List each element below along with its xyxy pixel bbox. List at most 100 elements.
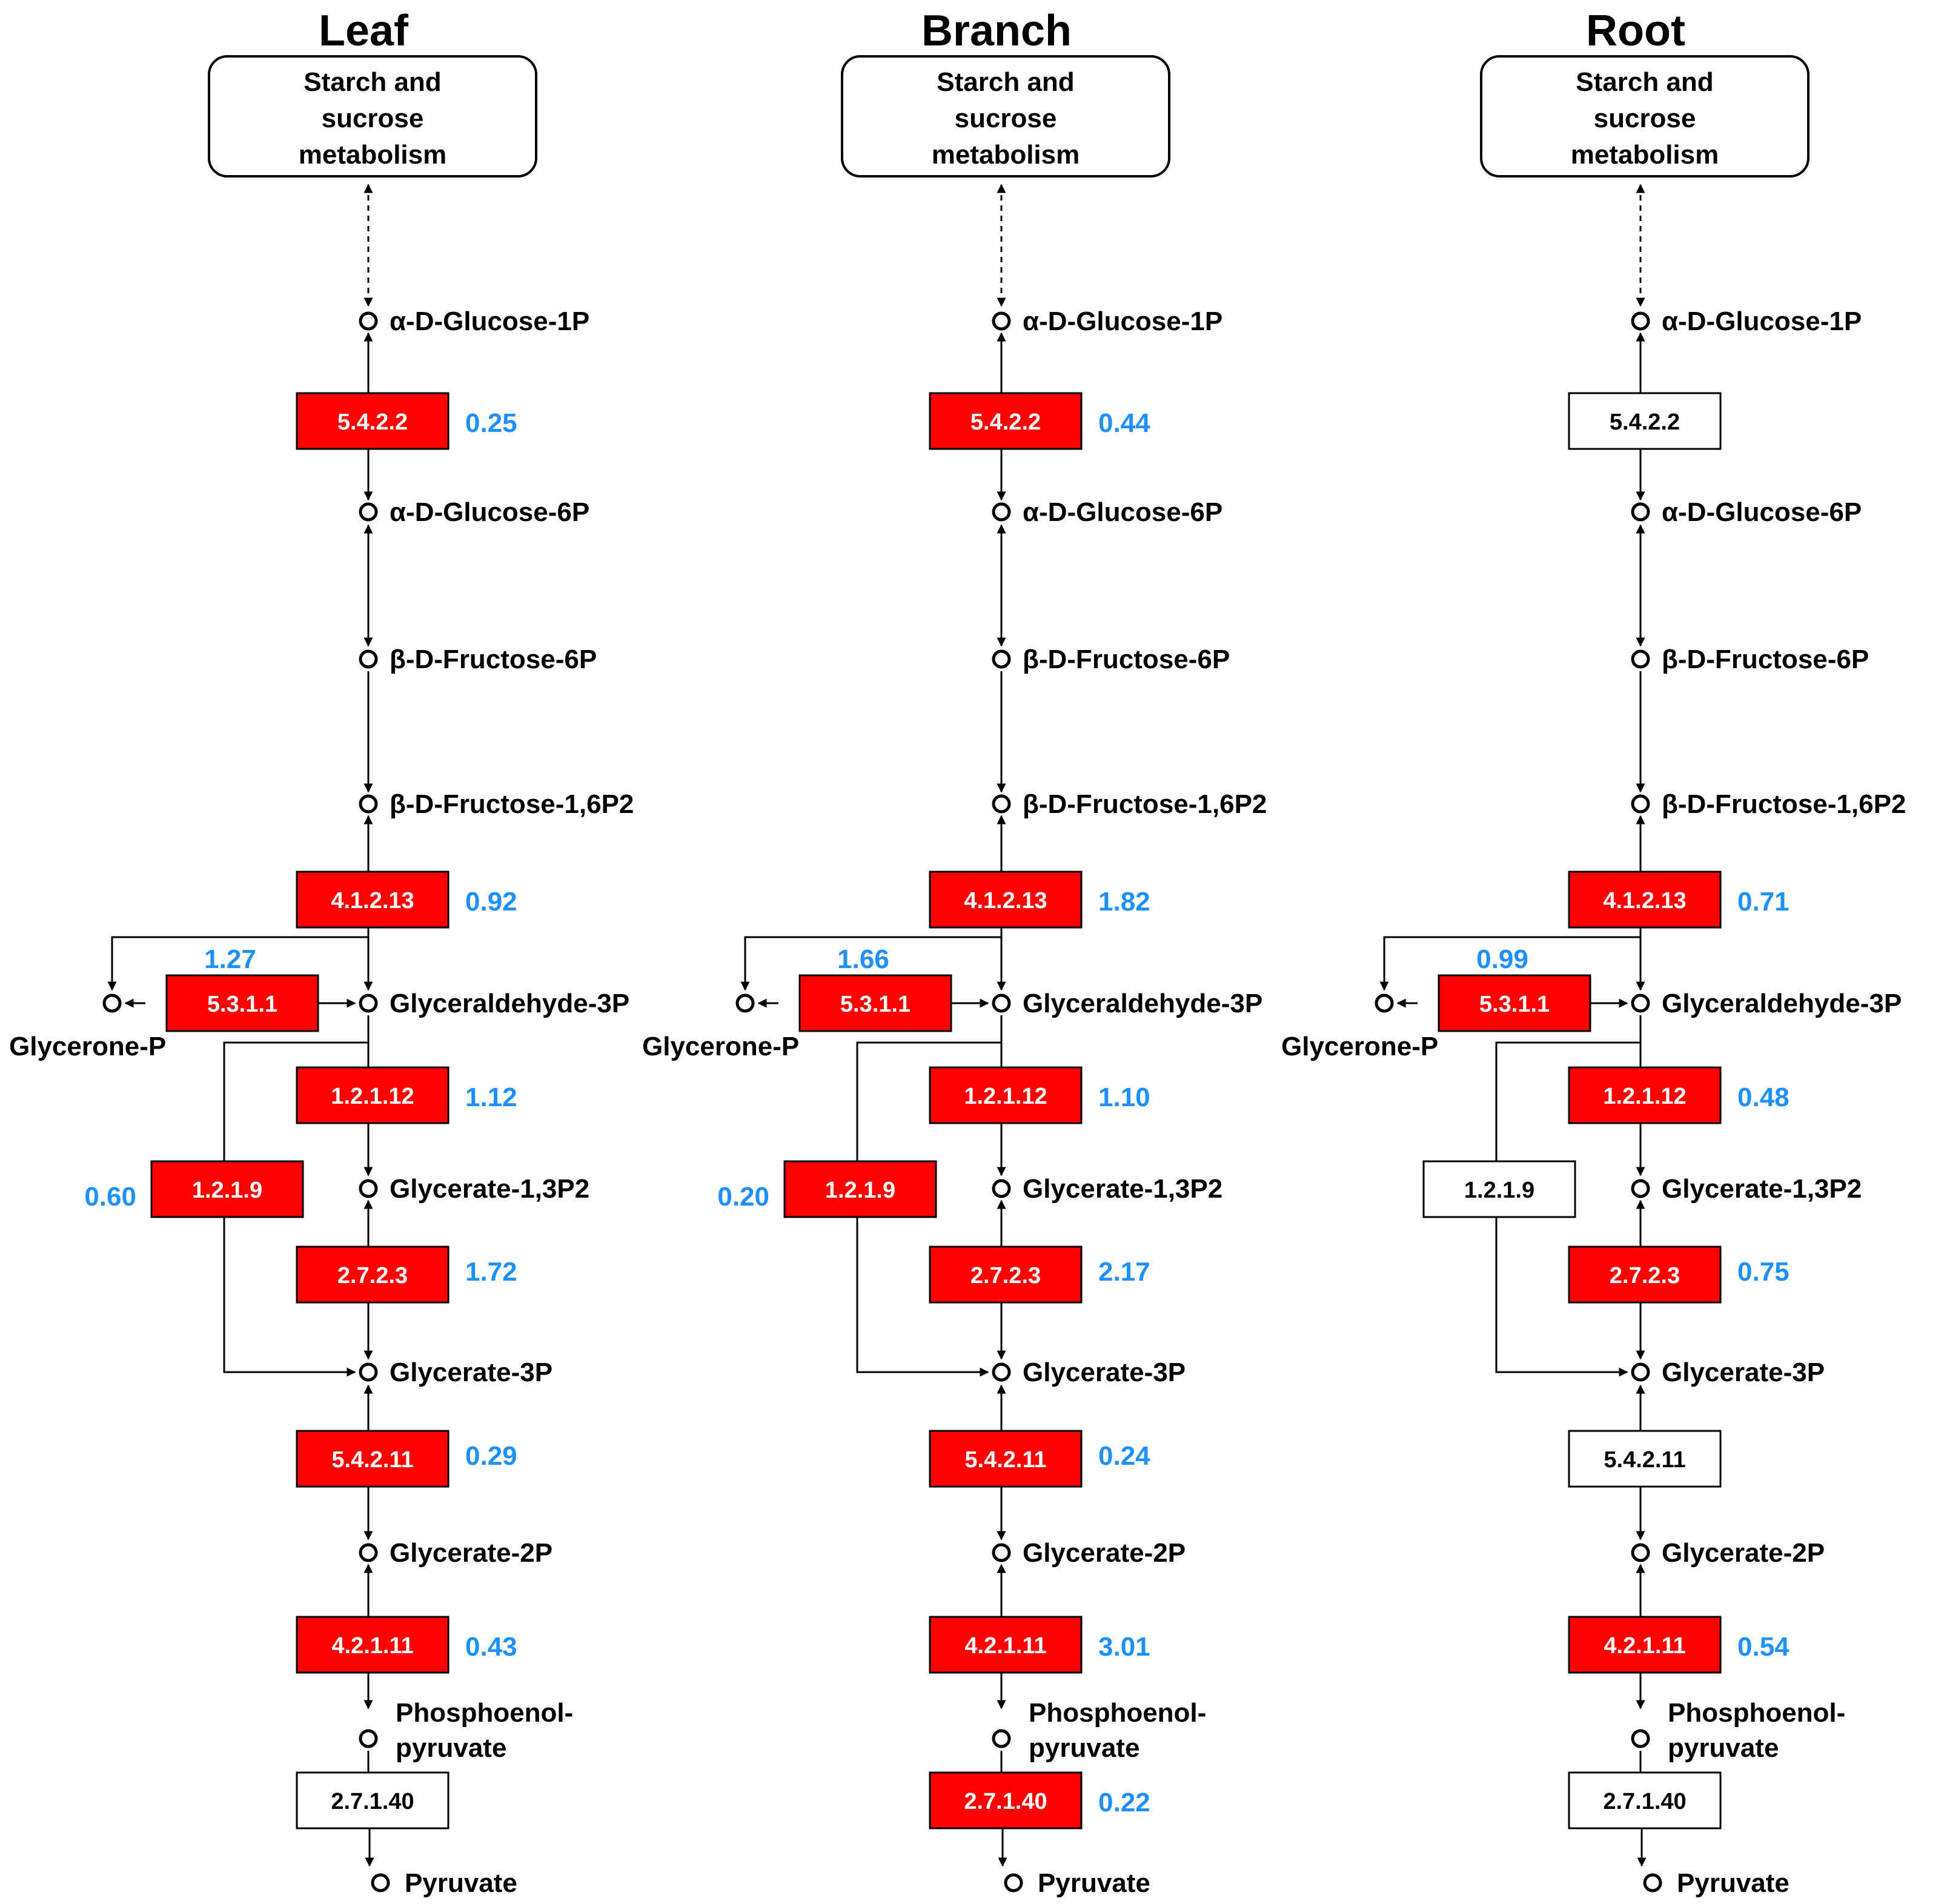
fold-change-value: 1.82 bbox=[1098, 887, 1150, 917]
enzyme-box-5-3-1-1 bbox=[165, 974, 319, 1032]
source-label: metabolism bbox=[932, 140, 1080, 170]
enzyme-box-4-1-2-13 bbox=[296, 871, 450, 929]
metabolite-node bbox=[992, 502, 1011, 522]
enzyme-box-4-2-1-11 bbox=[1568, 1616, 1722, 1674]
enzyme-label: 1.2.1.9 bbox=[825, 1178, 895, 1203]
metabolite-node bbox=[735, 993, 755, 1013]
enzyme-box-5-4-2-11 bbox=[929, 1430, 1083, 1488]
enzyme-label: 2.7.1.40 bbox=[964, 1789, 1047, 1814]
metabolite-pg3: Glycerate-3P bbox=[1662, 1358, 1825, 1387]
metabolite-node bbox=[371, 1873, 390, 1892]
enzyme-label: 5.4.2.11 bbox=[1604, 1447, 1685, 1473]
enzyme-box-4-1-2-13 bbox=[929, 871, 1083, 929]
metabolite-pep: Phosphoenol- bbox=[396, 1698, 573, 1728]
enzyme-label: 1.2.1.12 bbox=[964, 1084, 1047, 1109]
enzyme-label: 1.2.1.9 bbox=[1464, 1178, 1534, 1203]
metabolite-node bbox=[1631, 993, 1650, 1013]
enzyme-box-5-4-2-11 bbox=[1568, 1430, 1722, 1488]
metabolite-pg2: Glycerate-2P bbox=[1023, 1538, 1186, 1568]
enzyme-box-2-7-1-40 bbox=[1568, 1771, 1722, 1829]
metabolite-pep: pyruvate bbox=[1668, 1733, 1779, 1763]
fold-change-value: 0.54 bbox=[1737, 1632, 1790, 1662]
metabolite-node bbox=[992, 1729, 1011, 1748]
fold-change-value: 0.99 bbox=[1476, 944, 1528, 974]
fold-change-value: 3.01 bbox=[1098, 1632, 1150, 1662]
metabolite-dhap: Glycerone-P bbox=[1281, 1032, 1438, 1061]
enzyme-box-4-2-1-11 bbox=[296, 1616, 450, 1674]
enzyme-box-5-4-2-2 bbox=[296, 392, 450, 450]
metabolite-bpg: Glycerate-1,3P2 bbox=[390, 1174, 589, 1204]
fold-change-value: 0.20 bbox=[717, 1182, 769, 1212]
enzyme-label: 5.4.2.2 bbox=[337, 410, 408, 435]
metabolite-node bbox=[359, 311, 378, 331]
enzyme-label: 4.1.2.13 bbox=[1603, 888, 1686, 914]
metabolite-node bbox=[1631, 502, 1650, 522]
metabolite-node bbox=[1004, 1873, 1023, 1892]
metabolite-pg2: Glycerate-2P bbox=[390, 1538, 552, 1568]
metabolite-glc1p: α-D-Glucose-1P bbox=[1662, 307, 1862, 336]
enzyme-label: 4.2.1.11 bbox=[1604, 1633, 1685, 1659]
enzyme-label: 5.4.2.2 bbox=[1610, 410, 1680, 435]
source-label: metabolism bbox=[299, 140, 447, 170]
enzyme-box-2-7-1-40 bbox=[296, 1771, 450, 1829]
enzyme-box-1-2-1-9 bbox=[783, 1160, 937, 1218]
enzyme-box-1-2-1-9 bbox=[150, 1160, 304, 1218]
fold-change-value: 2.17 bbox=[1098, 1257, 1150, 1287]
metabolite-pg3: Glycerate-3P bbox=[1023, 1358, 1186, 1387]
enzyme-label: 4.1.2.13 bbox=[964, 888, 1047, 914]
metabolite-node bbox=[359, 649, 378, 669]
fold-change-value: 0.71 bbox=[1737, 887, 1790, 917]
metabolite-fru6p: β-D-Fructose-6P bbox=[1023, 645, 1230, 674]
panel-title: Branch bbox=[921, 7, 1072, 55]
metabolite-glc6p: α-D-Glucose-6P bbox=[390, 497, 589, 527]
metabolite-node bbox=[992, 1179, 1011, 1198]
metabolite-pyr: Pyruvate bbox=[405, 1868, 517, 1898]
enzyme-label: 2.7.2.3 bbox=[1610, 1263, 1680, 1289]
enzyme-label: 5.3.1.1 bbox=[207, 992, 277, 1017]
enzyme-label: 1.2.1.12 bbox=[1603, 1084, 1686, 1109]
enzyme-label: 2.7.2.3 bbox=[337, 1263, 408, 1289]
enzyme-box-4-1-2-13 bbox=[1568, 871, 1722, 929]
enzyme-box-2-7-2-3 bbox=[296, 1246, 450, 1304]
fold-change-value: 0.75 bbox=[1737, 1257, 1790, 1287]
source-label: Starch and bbox=[937, 67, 1074, 97]
enzyme-label: 5.4.2.11 bbox=[964, 1447, 1046, 1473]
enzyme-box-5-3-1-1 bbox=[1438, 974, 1591, 1032]
source-label: sucrose bbox=[1594, 104, 1696, 133]
metabolite-node bbox=[359, 1179, 378, 1198]
metabolite-pg3: Glycerate-3P bbox=[390, 1358, 552, 1387]
metabolite-node bbox=[992, 794, 1011, 814]
metabolite-node bbox=[1643, 1873, 1662, 1892]
metabolite-dhap: Glycerone-P bbox=[9, 1032, 166, 1061]
enzyme-box-1-2-1-12 bbox=[1568, 1066, 1722, 1124]
enzyme-box-5-4-2-2 bbox=[1568, 392, 1722, 450]
enzyme-box-2-7-2-3 bbox=[1568, 1246, 1722, 1304]
fold-change-value: 0.60 bbox=[84, 1182, 136, 1212]
fold-change-value: 0.25 bbox=[465, 408, 517, 438]
panel-title: Leaf bbox=[319, 7, 409, 55]
enzyme-label: 4.2.1.11 bbox=[964, 1633, 1046, 1659]
enzyme-box-1-2-1-12 bbox=[296, 1066, 450, 1124]
fold-change-value: 0.44 bbox=[1098, 408, 1150, 438]
metabolite-node bbox=[102, 993, 122, 1013]
metabolite-fbp: β-D-Fructose-1,6P2 bbox=[1023, 789, 1267, 819]
metabolite-node bbox=[1375, 993, 1394, 1013]
metabolite-dhap: Glycerone-P bbox=[642, 1032, 799, 1061]
enzyme-label: 4.2.1.11 bbox=[331, 1633, 413, 1659]
enzyme-label: 5.3.1.1 bbox=[840, 992, 911, 1017]
metabolite-node bbox=[359, 794, 378, 814]
source-label: Starch and bbox=[1576, 67, 1713, 97]
metabolite-node bbox=[992, 1362, 1011, 1382]
metabolite-pyr: Pyruvate bbox=[1677, 1868, 1790, 1898]
metabolite-glc1p: α-D-Glucose-1P bbox=[390, 307, 589, 336]
fold-change-value: 1.27 bbox=[204, 944, 256, 974]
source-label: metabolism bbox=[1571, 140, 1719, 170]
metabolite-pep: pyruvate bbox=[1029, 1733, 1140, 1763]
fold-change-value: 1.72 bbox=[465, 1257, 517, 1287]
enzyme-box-4-2-1-11 bbox=[929, 1616, 1083, 1674]
metabolite-node bbox=[359, 502, 378, 522]
fold-change-value: 0.22 bbox=[1098, 1788, 1150, 1817]
